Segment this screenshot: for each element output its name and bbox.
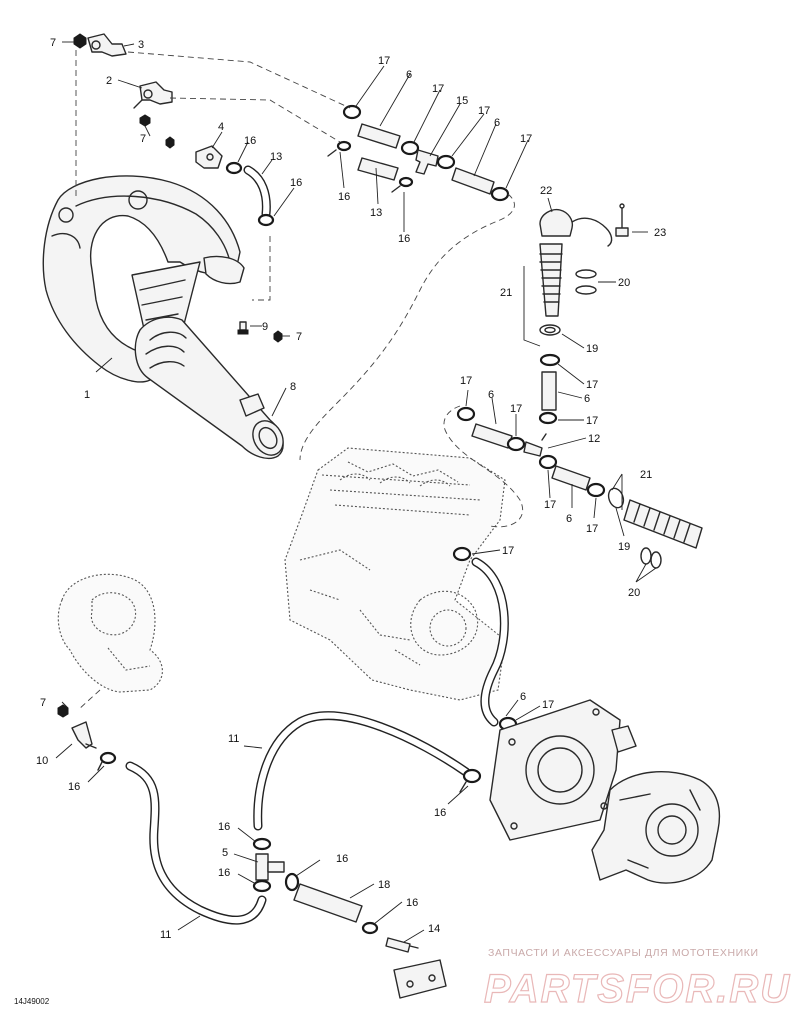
callout-6: 6 bbox=[566, 513, 572, 525]
adapter-part-23 bbox=[615, 203, 629, 237]
muffler-part-1 bbox=[42, 175, 245, 383]
callout-21: 21 bbox=[640, 469, 652, 481]
callout-11: 11 bbox=[160, 929, 171, 941]
callout-20: 20 bbox=[618, 277, 630, 289]
callout-17: 17 bbox=[544, 499, 556, 511]
callout-6: 6 bbox=[488, 389, 494, 401]
watermark-tagline: ЗАПЧАСТИ И АКСЕССУАРЫ ДЛЯ МОТОТЕХНИКИ bbox=[488, 947, 759, 959]
fitting-part-14 bbox=[385, 937, 447, 999]
pump-support-plate bbox=[489, 699, 637, 841]
callout-8: 8 bbox=[290, 381, 296, 393]
hose-part-11-upper bbox=[253, 711, 482, 831]
callout-7: 7 bbox=[140, 133, 146, 145]
callout-19: 19 bbox=[618, 541, 630, 553]
callout-16: 16 bbox=[336, 853, 348, 865]
top-hose-row bbox=[327, 104, 510, 202]
callout-17: 17 bbox=[586, 379, 598, 391]
callout-15: 15 bbox=[456, 95, 468, 107]
callout-16: 16 bbox=[218, 821, 230, 833]
clamp-hose-part-17-6-right bbox=[538, 353, 561, 425]
exhaust-outlet-part-8 bbox=[134, 316, 284, 460]
callout-4: 4 bbox=[218, 121, 224, 133]
callout-14: 14 bbox=[428, 923, 440, 935]
callout-2: 2 bbox=[106, 75, 112, 87]
callout-22: 22 bbox=[540, 185, 552, 197]
drawing-code: 14J49002 bbox=[14, 997, 50, 1006]
callout-17: 17 bbox=[432, 83, 444, 95]
callout-19: 19 bbox=[586, 343, 598, 355]
hose-part-6-engine-to-pump bbox=[452, 546, 518, 732]
watermark-brand: PARTSFOR.RU bbox=[484, 967, 791, 1011]
tee-fitting-part-5 bbox=[252, 837, 300, 893]
o-ring-part-20-upper bbox=[575, 269, 597, 295]
callout-16: 16 bbox=[290, 177, 302, 189]
clamp-part-16-lower-left bbox=[97, 751, 117, 771]
hose-part-13-left bbox=[243, 165, 271, 219]
callout-17: 17 bbox=[378, 55, 390, 67]
callout-16: 16 bbox=[338, 191, 350, 203]
callout-6: 6 bbox=[494, 117, 500, 129]
callout-6: 6 bbox=[406, 69, 412, 81]
middle-hose-row bbox=[456, 406, 703, 569]
elbow-fitting-part-10 bbox=[71, 721, 97, 749]
watermark: ЗАПЧАСТИ И АКСЕССУАРЫ ДЛЯ МОТОТЕХНИКИ PA… bbox=[483, 947, 791, 1012]
screw-part-9 bbox=[237, 321, 249, 335]
callout-16: 16 bbox=[434, 807, 446, 819]
flush-cap-part-22 bbox=[539, 208, 613, 247]
callout-21: 21 bbox=[500, 287, 512, 299]
callout-13: 13 bbox=[270, 151, 282, 163]
hose-part-11-lower bbox=[125, 761, 267, 925]
callout-6: 6 bbox=[520, 691, 526, 703]
pump-housing-outline bbox=[57, 573, 163, 693]
callout-9: 9 bbox=[262, 321, 268, 333]
engine-outline bbox=[284, 447, 506, 701]
callout-5: 5 bbox=[222, 847, 228, 859]
callout-3: 3 bbox=[138, 39, 144, 51]
callout-6: 6 bbox=[584, 393, 590, 405]
callout-18: 18 bbox=[378, 879, 390, 891]
fitting-part-4 bbox=[195, 145, 223, 169]
callout-labels: 7 3 2 7 4 16 13 16 9 7 1 8 17 6 17 15 17… bbox=[36, 37, 666, 941]
callout-16: 16 bbox=[398, 233, 410, 245]
callout-13: 13 bbox=[370, 207, 382, 219]
callout-17: 17 bbox=[542, 699, 554, 711]
nut-part-7 bbox=[57, 33, 283, 718]
washer-part-19-upper bbox=[539, 324, 561, 336]
leader-lines bbox=[55, 41, 657, 943]
flush-hose-part-21-upper bbox=[539, 243, 563, 317]
callout-23: 23 bbox=[654, 227, 666, 239]
jet-pump-housing bbox=[591, 771, 721, 884]
callout-16: 16 bbox=[68, 781, 80, 793]
callout-16: 16 bbox=[406, 897, 418, 909]
callout-17: 17 bbox=[586, 523, 598, 535]
elbow-fitting-part-3 bbox=[87, 33, 127, 57]
callout-17: 17 bbox=[520, 133, 532, 145]
callout-10: 10 bbox=[36, 755, 48, 767]
routing-lines bbox=[75, 50, 524, 711]
callout-16: 16 bbox=[218, 867, 230, 879]
callout-17: 17 bbox=[510, 403, 522, 415]
callout-7: 7 bbox=[296, 331, 302, 343]
clamp-part-16-muffler bbox=[225, 161, 275, 227]
callout-11: 11 bbox=[228, 733, 239, 745]
callout-1: 1 bbox=[84, 389, 90, 401]
hose-part-18 bbox=[293, 883, 379, 935]
callout-7: 7 bbox=[50, 37, 56, 49]
callout-7: 7 bbox=[40, 697, 46, 709]
elbow-fitting-part-2 bbox=[133, 81, 173, 109]
callout-16: 16 bbox=[244, 135, 256, 147]
callout-12: 12 bbox=[588, 433, 600, 445]
callout-17: 17 bbox=[586, 415, 598, 427]
callout-17: 17 bbox=[460, 375, 472, 387]
callout-20: 20 bbox=[628, 587, 640, 599]
callout-17: 17 bbox=[502, 545, 514, 557]
callout-17: 17 bbox=[478, 105, 490, 117]
